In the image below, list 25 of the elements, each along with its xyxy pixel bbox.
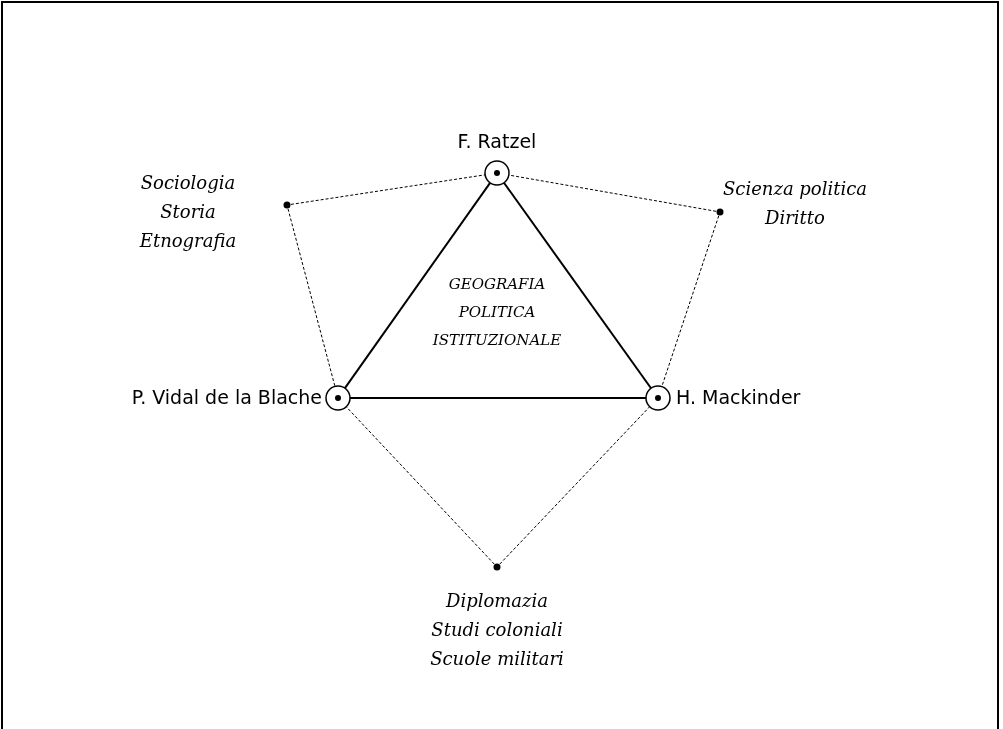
point <box>492 562 502 572</box>
discipline-label: Scuole militari <box>430 647 564 671</box>
triangle-side <box>503 181 652 390</box>
discipline-label: Storia <box>160 200 216 224</box>
circled-point <box>325 385 351 411</box>
circled-point <box>484 160 510 186</box>
dotted-line <box>508 174 717 212</box>
point <box>715 207 725 217</box>
discipline-label: Diplomazia <box>445 589 549 613</box>
discipline-label: Diritto <box>765 206 825 230</box>
discipline-label: Studi coloniali <box>431 618 563 642</box>
dotted-line <box>499 406 651 565</box>
triangle-side <box>343 181 492 390</box>
discipline-label: Scienza politica <box>723 177 867 201</box>
geographer-name: H. Mackinder <box>676 386 801 408</box>
discipline-label: Sociologia <box>140 171 236 195</box>
geographer-name: P. Vidal de la Blache <box>131 386 322 408</box>
discipline-label: Etnografia <box>139 229 237 253</box>
dotted-line <box>345 406 495 565</box>
geographer-name: F. Ratzel <box>457 130 537 152</box>
dotted-line <box>287 208 336 387</box>
point <box>282 200 292 210</box>
dotted-line <box>661 215 720 388</box>
center-title: GEOGRAFIA POLITICA ISTITUZIONALE <box>432 274 562 351</box>
circled-point <box>645 385 671 411</box>
